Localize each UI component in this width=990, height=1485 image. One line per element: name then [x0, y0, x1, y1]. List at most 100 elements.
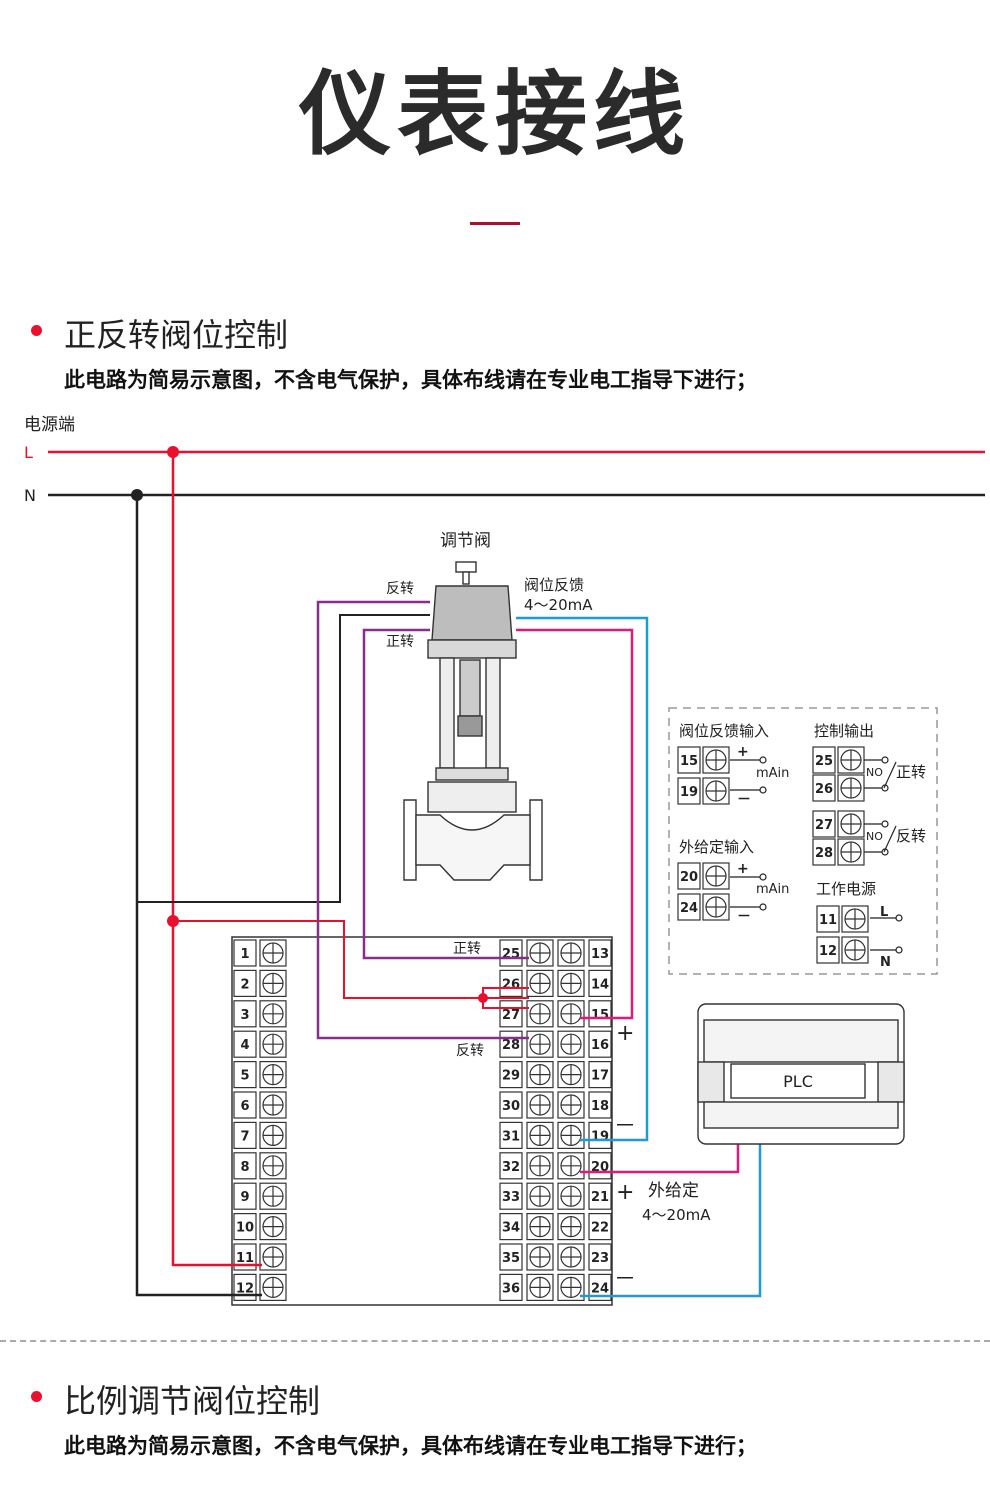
terminal-number-box [499, 939, 523, 967]
common-junction [478, 993, 488, 1003]
terminal-number-box [588, 1030, 612, 1058]
section-bullet-icon [31, 325, 42, 336]
terminal-number: 22 [591, 1221, 609, 1236]
legend-mAin-feedback: mAin [756, 766, 789, 781]
terminal-number-box [499, 1243, 523, 1271]
terminal-number-box [812, 746, 836, 774]
terminal-number-box [233, 1152, 257, 1180]
terminal-number: 28 [502, 1038, 520, 1053]
terminal-number: 13 [591, 947, 609, 962]
legend-feedback-title: 阀位反馈输入 [679, 722, 769, 740]
page-title: 仪表接线 [298, 61, 691, 168]
terminal-number-box [677, 746, 701, 774]
terminal-number: 33 [502, 1190, 520, 1205]
external-minus-wire [580, 1132, 762, 1298]
terminal-number: 27 [502, 1008, 520, 1023]
valve-reverse-label: 反转 [386, 581, 414, 597]
terminal-number: 19 [591, 1129, 609, 1144]
terminal-number: 12 [236, 1281, 254, 1296]
terminal-number-box [233, 1030, 257, 1058]
section-divider [0, 1340, 990, 1342]
legend-L: L [880, 905, 888, 920]
external-label: 外给定 [648, 1181, 699, 1201]
terminal-number: 3 [240, 1008, 249, 1023]
plc-icon [697, 1003, 905, 1145]
terminal-number: 24 [591, 1281, 609, 1296]
terminal-number-box [233, 1121, 257, 1150]
valve-label: 调节阀 [440, 531, 491, 551]
terminal-number-box [499, 1121, 523, 1150]
forward-wire [362, 628, 529, 960]
terminal-number: 5 [240, 1069, 249, 1084]
section1-note: 此电路为简易示意图，不含电气保护，具体布线请在专业电工指导下进行； [64, 368, 757, 392]
terminal-number: 25 [502, 947, 520, 962]
legend-N: N [880, 955, 891, 970]
wiring-diagram: 电源端 L N 调节阀 反转 正转 阀位反馈 4～20mA 1234567891… [24, 415, 985, 1306]
terminal-legend-box [668, 707, 938, 975]
terminal-number: 1 [240, 947, 249, 962]
terminal-number-box [816, 936, 840, 964]
terminal-number-box [499, 1273, 523, 1302]
legend-mAin-external: mAin [756, 882, 789, 897]
terminal-number: 28 [815, 846, 833, 861]
terminal-forward-label: 正转 [453, 941, 481, 957]
terminal-number: 19 [680, 785, 698, 800]
terminal-number: 20 [680, 870, 698, 885]
terminal-number: 23 [591, 1251, 609, 1266]
terminal-number: 8 [240, 1160, 249, 1175]
common-wire [173, 920, 529, 999]
terminal-number-box [677, 777, 701, 805]
terminal-number-box [588, 1212, 612, 1241]
terminal-number-box [233, 1060, 257, 1089]
terminal-number: 29 [502, 1069, 520, 1084]
terminal-number: 15 [680, 754, 698, 769]
legend-reverse: 反转 [896, 827, 926, 845]
legend-contact-lines [730, 756, 903, 954]
legend-minus-2: － [737, 909, 751, 925]
feedback-range: 4～20mA [524, 596, 593, 614]
terminal-number-box [233, 1091, 257, 1119]
terminal-number: 26 [815, 782, 833, 797]
title-underline [470, 222, 520, 225]
legend-plus-2: + [737, 861, 749, 877]
terminal-number: 27 [815, 818, 833, 833]
L-label: L [24, 443, 33, 462]
terminal-number: 25 [815, 754, 833, 769]
feedback-minus-sign: － [614, 1114, 636, 1139]
terminal-number: 24 [680, 901, 698, 916]
legend-no-2: NO [866, 830, 883, 843]
section2-title: 比例调节阀位控制 [64, 1382, 321, 1420]
terminal-number: 26 [502, 977, 520, 992]
terminal-number: 10 [236, 1221, 254, 1236]
terminal-number-box [588, 939, 612, 967]
terminal-number-box [677, 862, 701, 890]
legend-forward: 正转 [896, 763, 926, 781]
legend-external-title: 外给定输入 [679, 838, 754, 856]
terminal-number: 18 [591, 1099, 609, 1114]
terminal-number-box [588, 1060, 612, 1089]
terminal-number: 7 [240, 1129, 249, 1144]
terminal-number-box [233, 1212, 257, 1241]
terminal-number: 9 [240, 1190, 249, 1205]
legend-minus-1: － [737, 792, 751, 808]
legend-power-title: 工作电源 [816, 880, 876, 898]
legend-plus-1: + [737, 744, 749, 760]
terminal-number-box [588, 1121, 612, 1150]
valve-forward-label: 正转 [386, 634, 414, 650]
terminal-number-box [233, 939, 257, 967]
feedback-plus-wire [516, 628, 634, 1020]
terminal-number: 11 [819, 913, 837, 928]
terminal-number-box [499, 1212, 523, 1241]
terminal-number: 21 [591, 1190, 609, 1205]
feedback-minus-wire [516, 616, 649, 1142]
N-label: N [24, 486, 36, 505]
feedback-label: 阀位反馈 [524, 576, 584, 594]
terminal-reverse-label: 反转 [456, 1043, 484, 1059]
terminal-number: 11 [236, 1251, 254, 1266]
external-minus-sign: － [614, 1267, 636, 1292]
terminal-number-box [499, 1152, 523, 1180]
legend-control-title: 控制输出 [814, 722, 874, 740]
terminal-number-box [812, 810, 836, 838]
